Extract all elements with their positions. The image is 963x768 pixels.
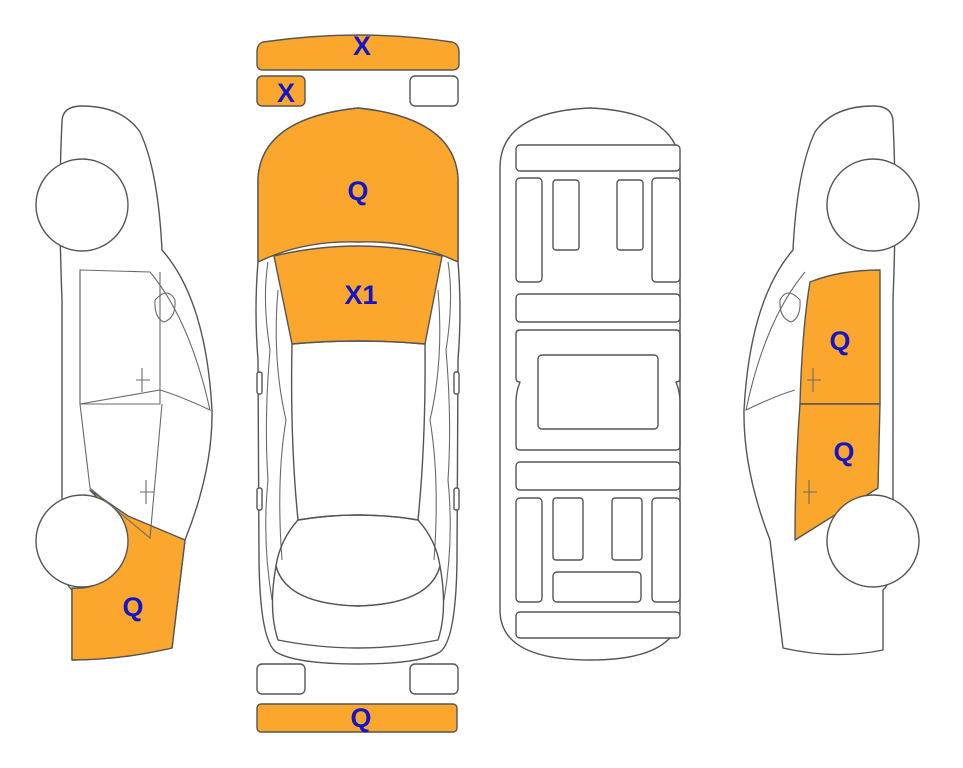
underbody-front-right-rail[interactable] bbox=[651, 177, 681, 283]
rear-window-part[interactable] bbox=[275, 514, 441, 607]
underbody-front-panel[interactable] bbox=[515, 293, 681, 323]
underbody-floor-outline[interactable] bbox=[515, 329, 681, 451]
top-view: X X Q X1 Q bbox=[255, 31, 461, 733]
left-inner-contour bbox=[275, 289, 287, 561]
underbody-outline bbox=[499, 107, 681, 661]
right-front-door-handle[interactable] bbox=[807, 368, 821, 392]
right-rear-wheel[interactable] bbox=[826, 494, 920, 588]
underbody-rear-left-arm[interactable] bbox=[552, 497, 584, 561]
underbody-rear-panel[interactable] bbox=[515, 461, 681, 491]
trunk-part[interactable] bbox=[271, 565, 445, 649]
right-rear-door-part[interactable] bbox=[794, 403, 881, 541]
left-side-front-door[interactable] bbox=[79, 272, 161, 405]
rear-bumper-part[interactable] bbox=[256, 703, 458, 733]
rear-right-light-part[interactable] bbox=[409, 663, 459, 695]
right-rear-door-handle[interactable] bbox=[803, 480, 817, 504]
underbody-rear-axle[interactable] bbox=[552, 571, 642, 603]
left-rear-wheel[interactable] bbox=[35, 494, 129, 588]
front-right-light-part[interactable] bbox=[409, 75, 459, 107]
right-inner-contour bbox=[429, 289, 441, 561]
front-bumper-part[interactable] bbox=[256, 34, 460, 71]
right-rear-door-label: Q bbox=[833, 437, 854, 467]
left-side-view: Q bbox=[35, 105, 213, 661]
left-rear-fender-label: Q bbox=[122, 592, 143, 622]
hood-part[interactable] bbox=[257, 107, 459, 263]
front-left-light-part[interactable] bbox=[256, 75, 306, 107]
left-front-door-handle[interactable] bbox=[136, 368, 150, 392]
front-bumper-label: X bbox=[353, 31, 371, 61]
right-front-door-label: Q bbox=[829, 326, 850, 356]
underbody-front-right-arm[interactable] bbox=[616, 179, 644, 251]
right-front-wheel[interactable] bbox=[826, 158, 920, 252]
right-mirror-part[interactable] bbox=[453, 371, 460, 395]
front-left-light-label: X bbox=[277, 78, 295, 108]
left-rear-handle-part[interactable] bbox=[256, 487, 263, 511]
left-side-rear-door[interactable] bbox=[79, 403, 163, 540]
left-side-contour bbox=[264, 261, 273, 601]
left-rear-door-handle[interactable] bbox=[140, 480, 154, 504]
rear-left-light-part[interactable] bbox=[256, 663, 306, 695]
underbody-rear-left-rail[interactable] bbox=[515, 497, 543, 603]
left-side-window bbox=[79, 269, 211, 411]
underbody-rear-right-rail[interactable] bbox=[651, 497, 681, 603]
roof-part[interactable] bbox=[290, 340, 426, 521]
underbody-rear-crossmember[interactable] bbox=[515, 611, 681, 639]
right-side-view: Q Q bbox=[743, 105, 920, 656]
underbody-front-left-arm[interactable] bbox=[552, 179, 580, 251]
left-side-mirror[interactable] bbox=[154, 292, 176, 323]
left-mirror-part[interactable] bbox=[256, 371, 263, 395]
right-side-window bbox=[745, 271, 806, 411]
underbody-center-tunnel[interactable] bbox=[537, 354, 659, 430]
right-side-contour bbox=[443, 261, 452, 601]
right-side-mirror[interactable] bbox=[779, 292, 801, 323]
rear-bumper-label: Q bbox=[350, 703, 371, 733]
underbody-front-crossmember[interactable] bbox=[515, 144, 681, 172]
left-front-wheel[interactable] bbox=[35, 158, 129, 252]
underbody-front-left-rail[interactable] bbox=[515, 177, 543, 283]
underbody-rear-right-arm[interactable] bbox=[611, 497, 643, 561]
windshield-label: X1 bbox=[344, 280, 377, 310]
hood-label: Q bbox=[347, 176, 368, 206]
right-rear-handle-part[interactable] bbox=[453, 487, 460, 511]
underbody-view bbox=[499, 107, 681, 661]
